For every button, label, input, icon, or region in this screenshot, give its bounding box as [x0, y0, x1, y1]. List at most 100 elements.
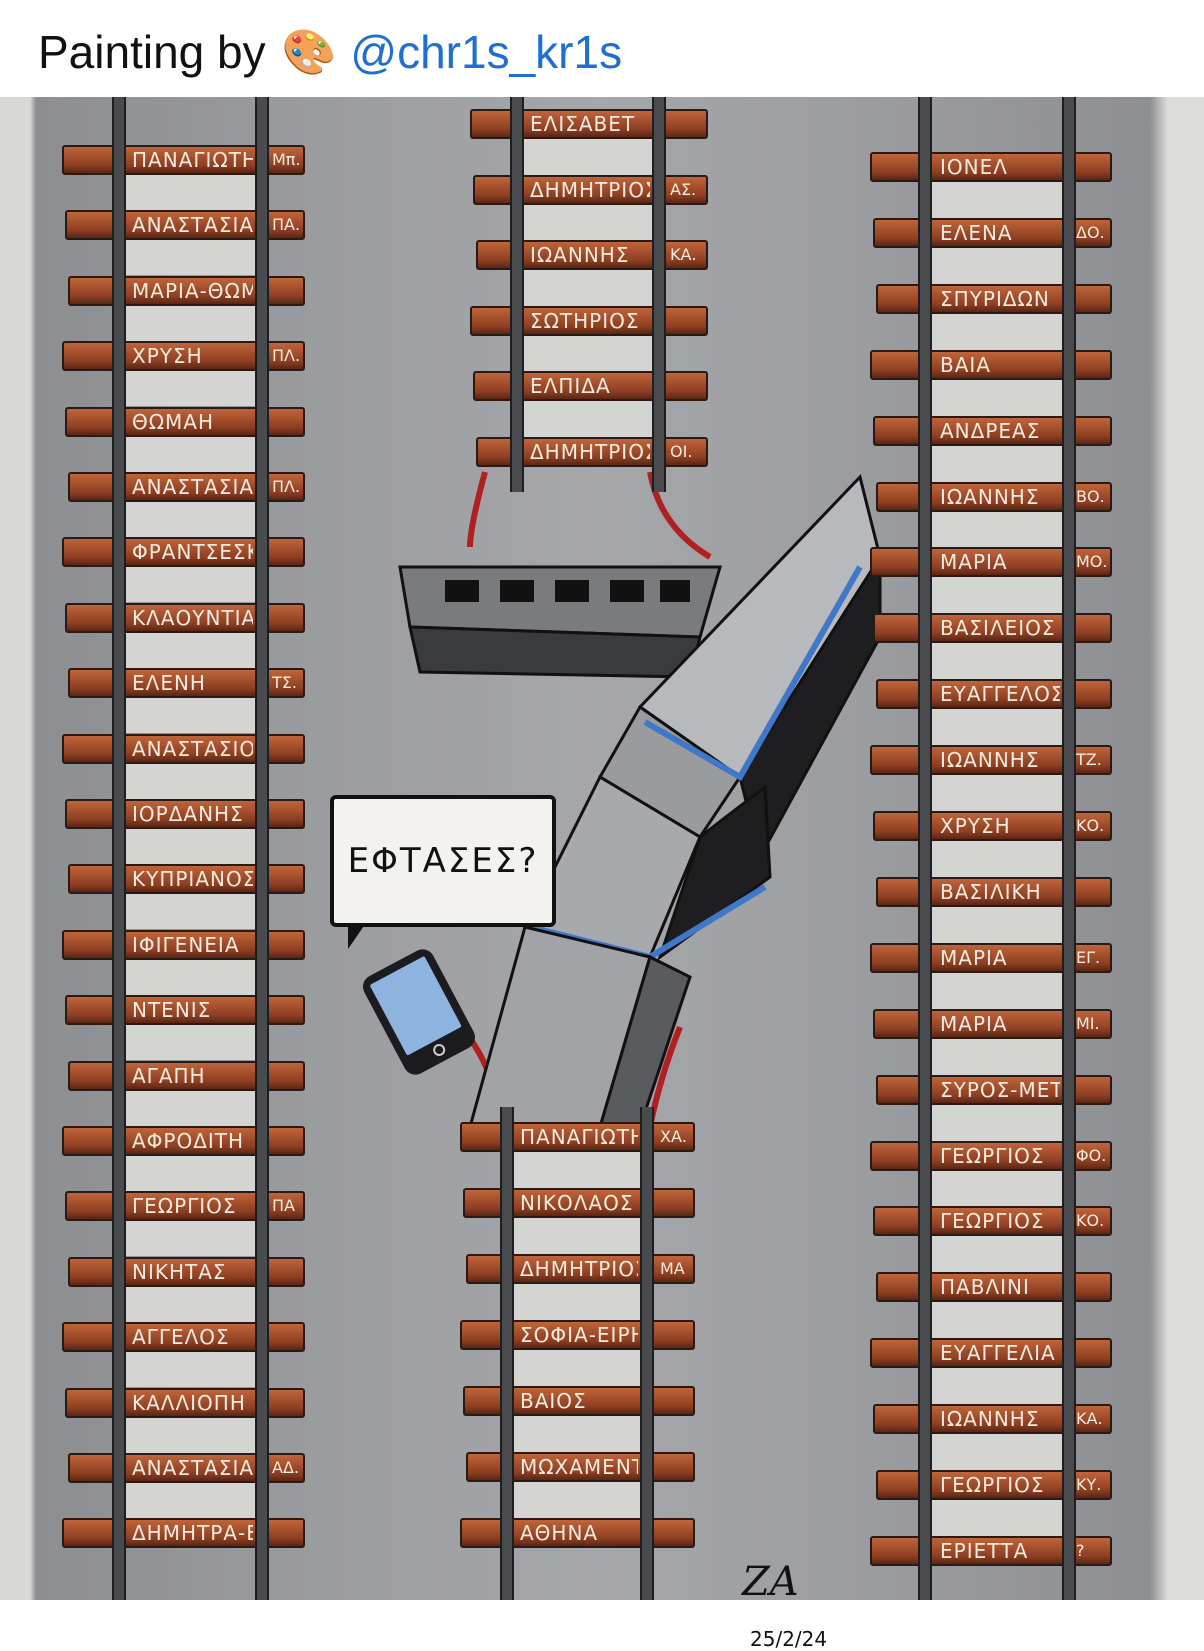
victim-name: ΙΟΝΕΛ: [940, 155, 1008, 179]
painting: ΠΑΝΑΓΙΩΤΗΣΜπ.ΑΝΑΣΤΑΣΙΑΠΑ.ΜΑΡΙΑ-ΘΩΜΑΗΧΡΥΣ…: [0, 97, 1204, 1651]
surname-initials: ΠΛ.: [272, 346, 301, 365]
railway-sleeper: [470, 306, 708, 336]
victim-name: ΑΝΑΣΤΑΣΙΟΣ: [132, 737, 253, 761]
post-caption: Painting by 🎨 @chr1s_kr1s: [38, 12, 622, 92]
victim-name: ΓΕΩΡΓΙΟΣ: [940, 1209, 1045, 1233]
victim-name: ΕΛΠΙΔΑ: [530, 374, 611, 398]
victim-name: ΔΗΜΗΤΡΙΟΣ: [520, 1257, 638, 1281]
surname-initials: Μπ.: [272, 150, 301, 169]
victim-name: ΙΩΑΝΝΗΣ: [940, 485, 1040, 509]
speech-bubble: ΕΦΤΑΣΕΣ?: [330, 795, 556, 949]
surname-initials: ΕΓ.: [1076, 948, 1101, 967]
surname-initials: ΤΖ.: [1076, 750, 1102, 769]
victim-name: ΝΙΚΗΤΑΣ: [132, 1260, 227, 1284]
left-track: ΠΑΝΑΓΙΩΤΗΣΜπ.ΑΝΑΣΤΑΣΙΑΠΑ.ΜΑΡΙΑ-ΘΩΜΑΗΧΡΥΣ…: [0, 97, 1204, 1600]
railway-sleeper: [460, 1518, 695, 1548]
victim-name: ΧΡΥΣΗ: [940, 814, 1011, 838]
right-track: ΙΟΝΕΛ ΕΛΕΝΑ ΔΟ. ΣΠΥΡΙΔΩΝ ΒΑΙΑ ΑΝΔΡΕΑΣ ΙΩΑΝΝΗΣ Β…: [0, 97, 1204, 1600]
painting-date: 25/2/24: [750, 1627, 828, 1651]
victim-name: ΑΘΗΝΑ: [520, 1521, 599, 1545]
victim-name: ΕΛΙΣΑΒΕΤ: [530, 112, 636, 136]
rail: [500, 1107, 514, 1600]
author-handle-link[interactable]: @chr1s_kr1s: [350, 26, 623, 78]
victim-name: ΠΑΒΛΙΝΙ: [940, 1275, 1030, 1299]
victim-name: ΒΑΣΙΛΕΙΟΣ: [940, 616, 1056, 640]
victim-name: ΜΩΧΑΜΕΝΤ: [520, 1455, 638, 1479]
victim-name: ΕΥΑΓΓΕΛΟΣ: [940, 682, 1060, 706]
victim-name: ΝΙΚΟΛΑΟΣ: [520, 1191, 634, 1215]
victim-name: ΑΝΑΣΤΑΣΙΑ: [132, 213, 253, 237]
victim-name: ΕΥΑΓΓΕΛΙΑ: [940, 1341, 1056, 1365]
caption-text: Painting by: [38, 26, 266, 78]
victim-name: ΦΡΑΝΤΣΕΣΚΑ: [132, 540, 253, 564]
victim-name: ΒΑΙΑ: [940, 353, 991, 377]
rail: [255, 97, 269, 1600]
victim-name: ΔΗΜΗΤΡΙΟΣ: [530, 440, 650, 464]
rail: [918, 97, 932, 1600]
victim-name: ΕΛΕΝΑ: [940, 221, 1013, 245]
victim-name: ΓΕΩΡΓΙΟΣ: [132, 1194, 237, 1218]
victim-name: ΓΕΩΡΓΙΟΣ: [940, 1473, 1045, 1497]
victim-name: ΣΩΤΗΡΙΟΣ: [530, 309, 640, 333]
palette-icon: 🎨: [281, 28, 337, 77]
surname-initials: ΜΙ.: [1076, 1014, 1100, 1033]
victim-name: ΜΑΡΙΑ: [940, 1012, 1008, 1036]
victim-name: ΑΝΑΣΤΑΣΙΑ: [132, 475, 253, 499]
victim-name: ΒΑΣΙΛΙΚΗ: [940, 880, 1042, 904]
victim-name: ΑΓΑΠΗ: [132, 1064, 206, 1088]
overturned-train-car: [398, 565, 722, 679]
bottom-middle-track: ΠΑΝΑΓΙΩΤΗΣΧΑ.ΝΙΚΟΛΑΟΣΔΗΜΗΤΡΙΟΣΜΑΣΟΦΙΑ-ΕΙ…: [0, 97, 1204, 1600]
surname-initials: ΠΑ.: [272, 215, 301, 234]
surname-initials: ΑΔ.: [272, 1458, 299, 1477]
victim-name: ΣΠΥΡΙΔΩΝ: [940, 287, 1050, 311]
surname-initials: ΒΟ.: [1076, 487, 1105, 506]
surname-initials: ΠΛ.: [272, 477, 301, 496]
rail: [640, 1107, 654, 1600]
victim-name: ΑΝΔΡΕΑΣ: [940, 419, 1041, 443]
surname-initials: ΚΟ.: [1076, 1211, 1105, 1230]
victim-name: ΓΕΩΡΓΙΟΣ: [940, 1144, 1045, 1168]
victim-name: ΚΑΛΛΙΟΠΗ: [132, 1391, 246, 1415]
victim-name: ΙΦΙΓΕΝΕΙΑ: [132, 933, 240, 957]
victim-name: ΑΝΑΣΤΑΣΙΑ: [132, 1456, 253, 1480]
victim-name: ΚΥΠΡΙΑΝΟΣ: [132, 867, 253, 891]
rail: [1062, 97, 1076, 1600]
victim-name: ΝΤΕΝΙΣ: [132, 998, 212, 1022]
train-locomotive: [597, 473, 882, 862]
surname-initials: ΤΣ.: [272, 673, 297, 692]
victim-name: ΘΩΜΑΗ: [132, 410, 215, 434]
derailed-train-illustration: [398, 471, 882, 1129]
rail: [510, 97, 524, 492]
railway-sleeper: [470, 109, 708, 139]
railway-sleeper: [460, 1320, 695, 1350]
victim-name: ΙΩΑΝΝΗΣ: [530, 243, 630, 267]
surname-initials: ΚΥ.: [1076, 1475, 1102, 1494]
victim-name: ΜΑΡΙΑ: [940, 550, 1008, 574]
surname-initials: ΔΟ.: [1076, 223, 1105, 242]
victim-name: ΕΡΙΕΤΤΑ: [940, 1539, 1029, 1563]
surname-initials: ΟΙ.: [670, 442, 693, 461]
victim-name: ΒΑΙΟΣ: [520, 1389, 587, 1413]
railway-sleeper: [460, 1122, 695, 1152]
rail: [112, 97, 126, 1600]
victim-name: ΠΑΝΑΓΙΩΤΗΣ: [132, 148, 253, 172]
victim-name: ΙΩΑΝΝΗΣ: [940, 748, 1040, 772]
victim-name: ΣΟΦΙΑ-ΕΙΡΗΝΗ: [520, 1323, 638, 1347]
victim-name: ΔΗΜΗΤΡΙΟΣ: [530, 178, 650, 202]
surname-initials: ΠΑ: [272, 1196, 295, 1215]
victim-name: ΙΩΑΝΝΗΣ: [940, 1407, 1040, 1431]
victim-name: ΣΥΡΟΣ-ΜΕΤ: [940, 1078, 1060, 1102]
artist-signature: ΖΑ: [742, 1559, 799, 1605]
surname-initials: ΑΣ.: [670, 180, 697, 199]
surname-initials: ΚΑ.: [670, 245, 697, 264]
surname-initials: ΜΟ.: [1076, 552, 1108, 571]
surname-initials: ΧΑ.: [660, 1127, 687, 1146]
victim-name: ΔΗΜΗΤΡΑ-ΕΥ.: [132, 1521, 253, 1545]
top-middle-track: ΕΛΙΣΑΒΕΤ ΔΗΜΗΤΡΙΟΣ ΑΣ. ΙΩΑΝΝΗΣ ΚΑ. ΣΩΤΗΡΙΟΣ ΕΛ…: [0, 97, 1204, 1600]
surname-initials: ΚΟ.: [1076, 816, 1105, 835]
rail: [652, 97, 666, 492]
victim-name: ΚΛΑΟΥΝΤΙΑ: [132, 606, 253, 630]
surname-initials: ΦΟ.: [1076, 1146, 1107, 1165]
victim-name: ΜΑΡΙΑ: [940, 946, 1008, 970]
victim-name: ΑΦΡΟΔΙΤΗ: [132, 1129, 245, 1153]
